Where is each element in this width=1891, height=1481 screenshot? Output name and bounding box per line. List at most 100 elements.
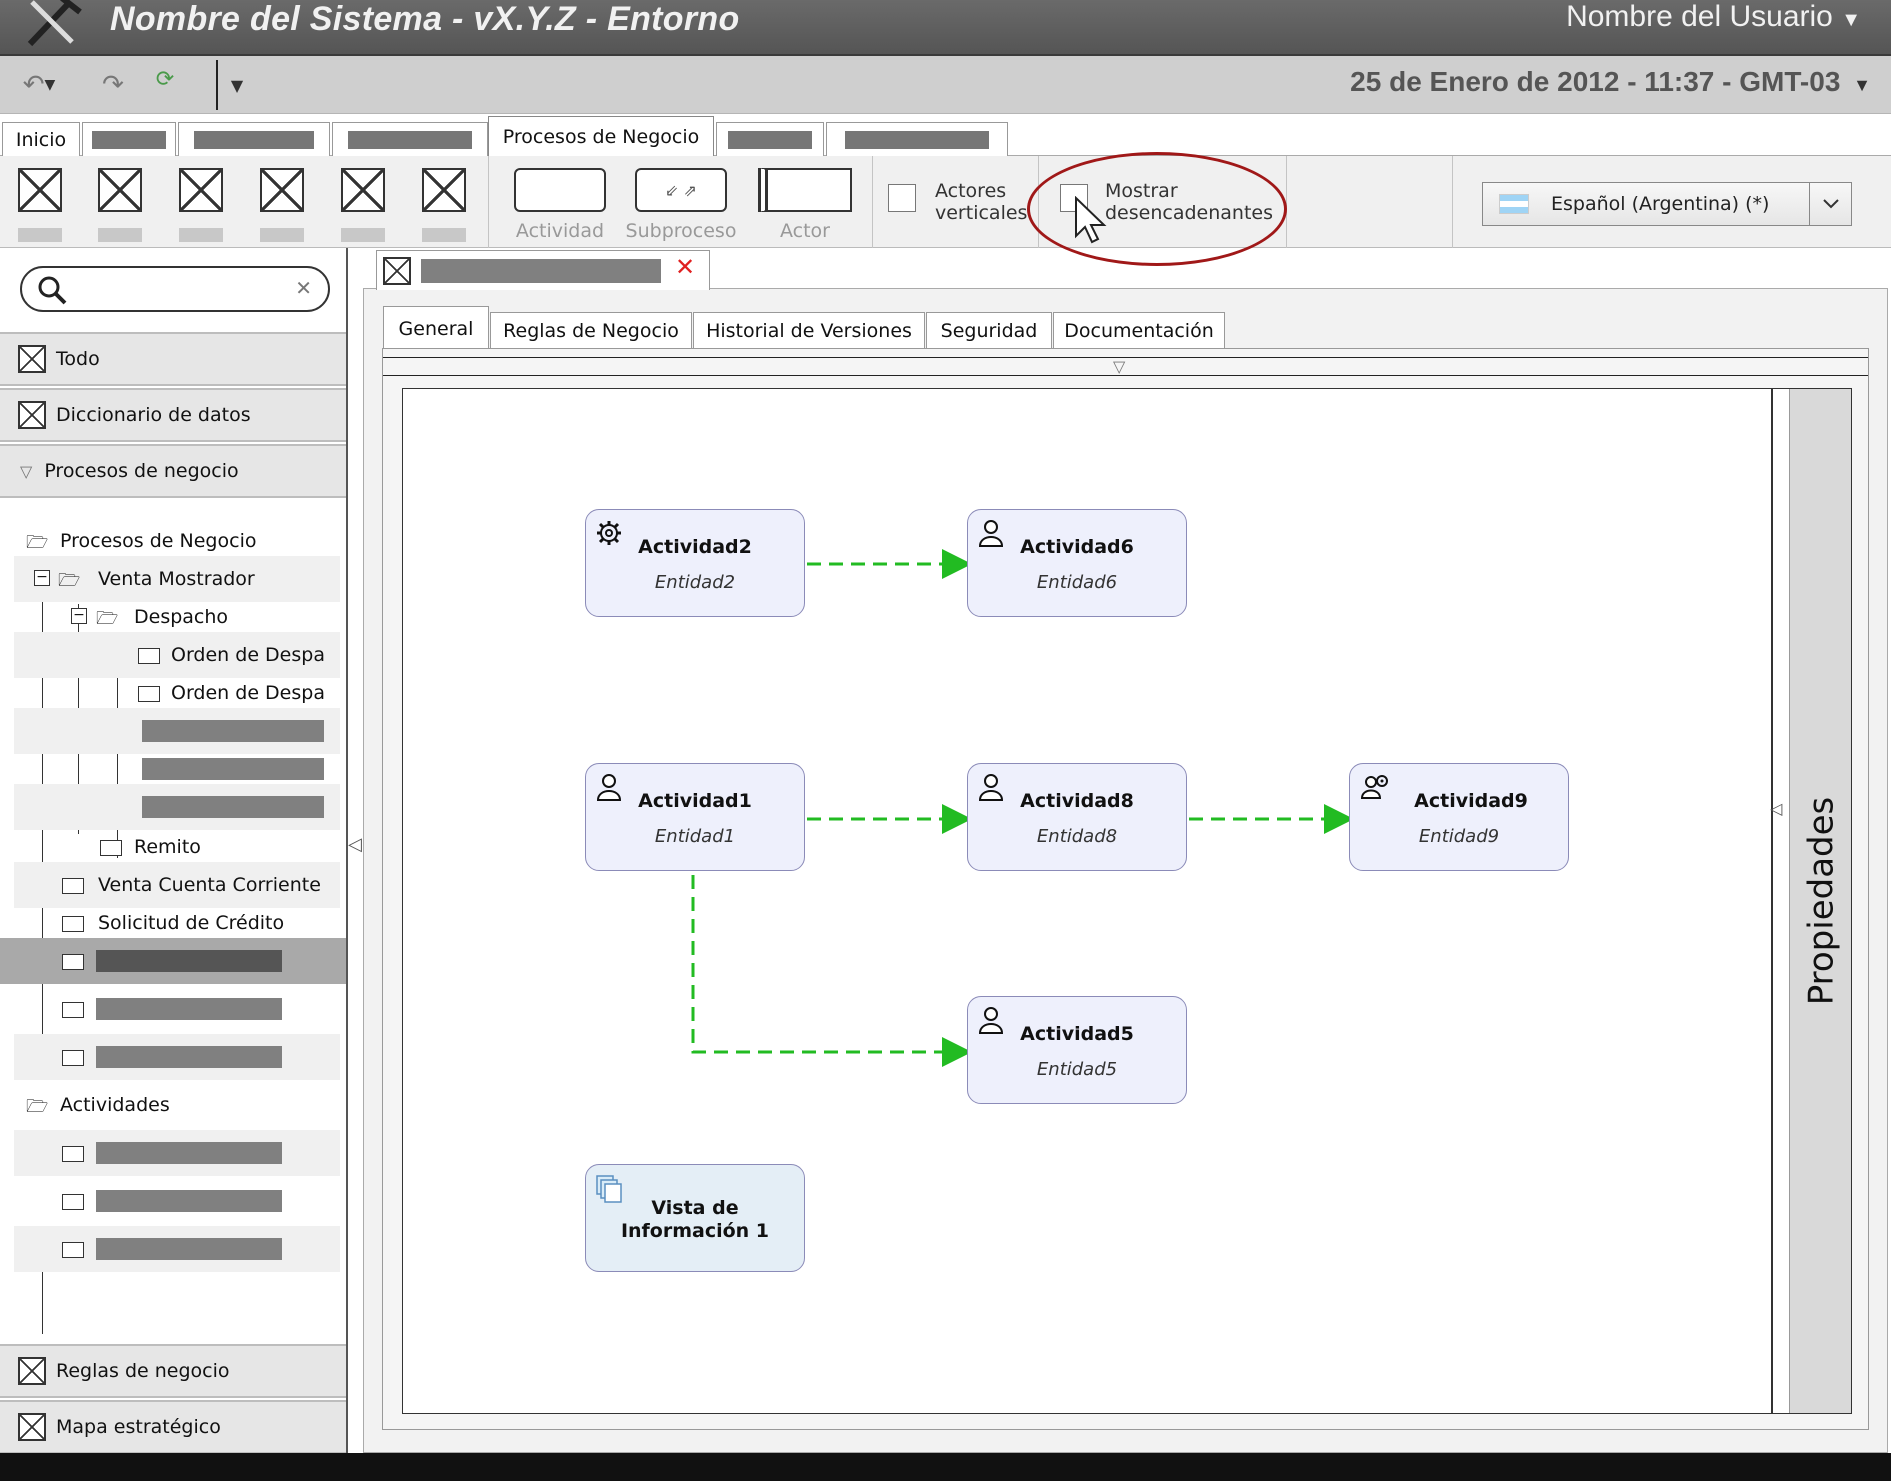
highlight-annotation [1027, 152, 1287, 266]
tab-procesos-de-negocio[interactable]: Procesos de Negocio [488, 116, 714, 157]
tab-general[interactable]: General [383, 306, 489, 350]
vertical-actors-checkbox[interactable] [888, 184, 916, 212]
redacted-label [260, 228, 304, 242]
tab-documentacion[interactable]: Documentación [1053, 312, 1225, 348]
datetime-menu[interactable]: 25 de Enero de 2012 - 11:37 - GMT-03 ▼ [1350, 66, 1871, 98]
language-select[interactable]: Español (Argentina) (*) [1482, 182, 1852, 226]
tree-item-redacted[interactable] [14, 1034, 340, 1080]
redacted-label [422, 228, 466, 242]
tree-item-selected[interactable] [0, 938, 346, 984]
redo-icon: ↷ [102, 70, 124, 100]
tree-item-remito[interactable]: Remito [14, 824, 340, 870]
redacted-label [96, 1046, 282, 1068]
tab-reglas-de-negocio[interactable]: Reglas de Negocio [490, 312, 692, 348]
tab-label: General [398, 317, 474, 340]
tree-item-venta-mostrador[interactable]: − 🗁 Venta Mostrador [14, 556, 340, 602]
collapse-properties-icon[interactable]: ◁ [1770, 799, 1783, 818]
ribbon-button[interactable] [18, 168, 62, 242]
info-view-node[interactable]: Vista de Información 1 [585, 1164, 805, 1272]
tree-item-procesos-de-negocio[interactable]: 🗁 Procesos de Negocio [14, 518, 340, 564]
activity-node-actividad6[interactable]: Actividad6 Entidad6 [967, 509, 1187, 617]
expand-panel-icon[interactable]: ▽ [1113, 357, 1126, 376]
properties-panel[interactable]: Propiedades [1789, 389, 1851, 1413]
tab-historial-de-versiones[interactable]: Historial de Versiones [693, 312, 925, 348]
ribbon-separator [488, 156, 489, 248]
customize-toolbar-button[interactable]: ▼ [212, 68, 262, 102]
activity-node-actividad8[interactable]: Actividad8 Entidad8 [967, 763, 1187, 871]
section-label: Todo [56, 348, 100, 370]
connector-a1-a5[interactable] [691, 875, 972, 1067]
user-menu[interactable]: Nombre del Usuario ▼ [1566, 0, 1861, 34]
section-data-dictionary[interactable]: Diccionario de datos [0, 388, 346, 442]
ribbon-button[interactable] [341, 168, 385, 242]
ribbon-button[interactable] [260, 168, 304, 242]
tree-item-redacted[interactable] [14, 1178, 340, 1224]
tab-placeholder[interactable] [82, 122, 176, 156]
section-business-processes[interactable]: ▽ Procesos de negocio [0, 444, 346, 498]
document-icon [138, 648, 160, 664]
ribbon: Actividad ⇙ ⇗ Subproceso Actor Actores v… [0, 156, 1891, 248]
tab-label: Historial de Versiones [706, 319, 912, 342]
refresh-button[interactable]: ⟳ [140, 62, 190, 96]
diagram-canvas[interactable]: Actividad2 Entidad2 Actividad6 Entidad6 … [403, 389, 1782, 1413]
tab-label: Procesos de Negocio [502, 126, 700, 148]
tree-item-redacted[interactable] [14, 986, 340, 1032]
tree-item-orden-despacho-2[interactable]: Orden de Despa [14, 670, 340, 716]
tab-label: Seguridad [940, 319, 1038, 342]
tab-placeholder[interactable] [178, 122, 330, 156]
tab-placeholder[interactable] [826, 122, 1008, 156]
tab-label: Reglas de Negocio [503, 319, 679, 342]
search-input[interactable] [78, 276, 298, 302]
tab-inicio[interactable]: Inicio [2, 122, 80, 156]
ribbon-separator [1286, 156, 1287, 248]
ribbon-button[interactable] [98, 168, 142, 242]
section-business-rules[interactable]: Reglas de negocio [0, 1344, 346, 1398]
close-tab-icon[interactable]: ✕ [675, 253, 696, 281]
redacted-label [96, 1190, 282, 1212]
clear-search-icon[interactable]: ✕ [295, 276, 312, 300]
tree-item-redacted[interactable] [14, 1226, 340, 1272]
tab-placeholder[interactable] [332, 122, 488, 156]
tree-item-label: Venta Mostrador [98, 568, 255, 590]
tree-item-redacted[interactable] [14, 708, 340, 754]
tree-item-actividades[interactable]: 🗁 Actividades [14, 1082, 340, 1128]
redacted-label [421, 259, 661, 283]
language-value: Español (Argentina) (*) [1551, 193, 1770, 215]
section-todo[interactable]: Todo [0, 332, 346, 386]
user-name: Nombre del Usuario [1566, 0, 1833, 33]
activity-node-actividad5[interactable]: Actividad5 Entidad5 [967, 996, 1187, 1104]
add-subprocess-button[interactable]: ⇙ ⇗ Subproceso [622, 168, 740, 242]
redacted-label [92, 130, 166, 149]
activity-node-actividad9[interactable]: Actividad9 Entidad9 [1349, 763, 1569, 871]
tree-item-redacted[interactable] [14, 746, 340, 792]
tree-item-despacho[interactable]: − 🗁 Despacho [14, 594, 340, 640]
add-activity-button[interactable]: Actividad [510, 168, 610, 242]
redo-button[interactable]: ↷ [88, 68, 138, 102]
collapse-sidebar-icon[interactable]: ◁ [348, 834, 362, 855]
redacted-label [179, 228, 223, 242]
tab-seguridad[interactable]: Seguridad [926, 312, 1052, 348]
search-box[interactable]: ✕ [20, 266, 330, 312]
bottom-bar [0, 1453, 1891, 1481]
tree-item-orden-despacho-1[interactable]: Orden de Despa [14, 632, 340, 678]
redacted-label [348, 130, 472, 149]
document-icon [138, 686, 160, 702]
ribbon-button[interactable] [179, 168, 223, 242]
tree-item-solicitud-de-credito[interactable]: Solicitud de Crédito [14, 900, 340, 946]
placeholder-icon [18, 1413, 46, 1441]
section-label: Procesos de negocio [44, 460, 239, 482]
tree-item-venta-cuenta-corriente[interactable]: Venta Cuenta Corriente [14, 862, 340, 908]
ribbon-button[interactable] [422, 168, 466, 242]
undo-button[interactable]: ↶▼ [14, 68, 64, 102]
node-subtitle: Entidad8 [1036, 826, 1118, 847]
node-subtitle: Entidad1 [654, 826, 736, 847]
section-strategic-map[interactable]: Mapa estratégico [0, 1400, 346, 1454]
tab-placeholder[interactable] [716, 122, 824, 156]
ribbon-tabs: Inicio Procesos de Negocio [0, 114, 1891, 157]
tree-item-redacted[interactable] [14, 1130, 340, 1176]
tree-item-redacted[interactable] [14, 784, 340, 830]
document-tab[interactable]: ✕ [376, 250, 710, 290]
activity-node-actividad1[interactable]: Actividad1 Entidad1 [585, 763, 805, 871]
add-actor-button[interactable]: Actor [756, 168, 854, 242]
activity-node-actividad2[interactable]: Actividad2 Entidad2 [585, 509, 805, 617]
